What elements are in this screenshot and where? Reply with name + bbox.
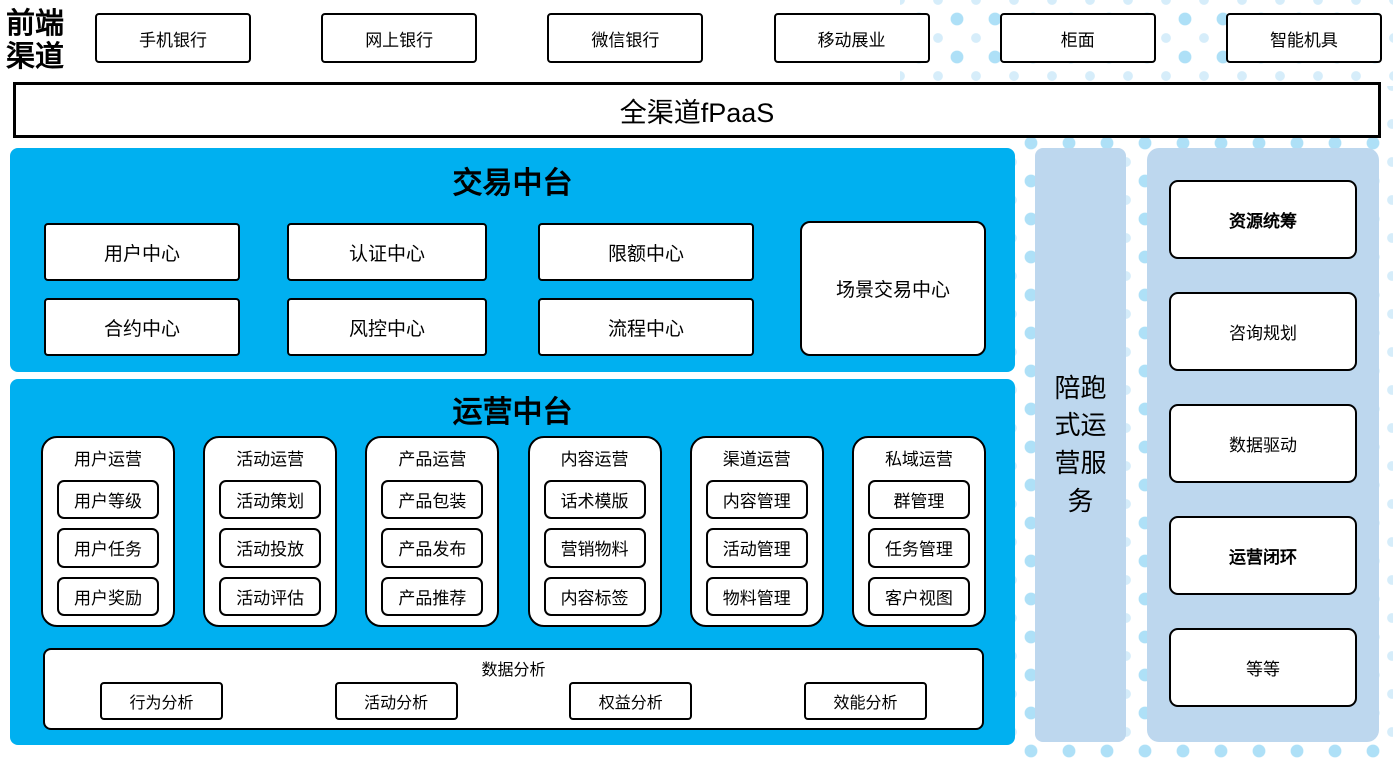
group-item: 物料管理 (705, 576, 808, 616)
group-title: 内容运营 (560, 450, 629, 469)
group-item: 客户视图 (867, 576, 970, 616)
group-title: 私域运营 (884, 450, 953, 469)
group-item: 营销物料 (543, 528, 646, 568)
group-item: 产品发布 (381, 528, 484, 568)
channel-box-smart-devices: 智能机具 (1225, 13, 1382, 63)
service-column: 资源统筹 咨询规划 数据驱动 运营闭环 等等 (1147, 148, 1379, 742)
data-analysis-title: 数据分析 (481, 662, 546, 679)
front-channel-label: 前端渠道 (6, 8, 65, 74)
group-item: 内容标签 (543, 576, 646, 616)
group-title: 渠道运营 (722, 450, 791, 469)
analysis-item-efficiency: 效能分析 (803, 682, 927, 720)
group-activity-operation: 活动运营 活动策划 活动投放 活动评估 (203, 436, 338, 627)
group-item: 任务管理 (867, 528, 970, 568)
group-product-operation: 产品运营 产品包装 产品发布 产品推荐 (365, 436, 500, 627)
group-item: 内容管理 (705, 480, 808, 520)
group-user-operation: 用户运营 用户等级 用户任务 用户奖励 (41, 436, 175, 627)
channel-box-mobile-banking: 手机银行 (95, 13, 251, 63)
group-title: 用户运营 (74, 450, 142, 469)
group-item: 产品包装 (381, 480, 484, 520)
limit-center-box: 限额中心 (538, 223, 754, 281)
contract-center-box: 合约中心 (44, 298, 240, 356)
companion-service-bar: 陪跑式运营服务 (1035, 148, 1126, 742)
scene-trade-center-box: 场景交易中心 (800, 221, 986, 356)
operation-groups-row: 用户运营 用户等级 用户任务 用户奖励 活动运营 活动策划 活动投放 活动评估 … (41, 436, 986, 627)
group-item: 用户任务 (57, 528, 159, 568)
risk-center-box: 风控中心 (287, 298, 487, 356)
group-item: 活动策划 (219, 480, 322, 520)
fpaas-bar: 全渠道fPaaS (13, 82, 1381, 138)
service-item-operation-loop: 运营闭环 (1169, 516, 1357, 595)
group-item: 话术模版 (543, 480, 646, 520)
trade-platform: 交易中台 用户中心 认证中心 限额中心 合约中心 风控中心 流程中心 场景交易中… (10, 148, 1015, 372)
channel-row: 手机银行 网上银行 微信银行 移动展业 柜面 智能机具 (95, 13, 1382, 63)
group-item: 用户奖励 (57, 576, 159, 616)
analysis-item-rights: 权益分析 (569, 682, 693, 720)
group-item: 活动管理 (705, 528, 808, 568)
group-item: 活动评估 (219, 576, 322, 616)
process-center-box: 流程中心 (538, 298, 754, 356)
companion-service-label: 陪跑式运营服务 (1054, 372, 1107, 516)
channel-box-wechat-banking: 微信银行 (547, 13, 704, 63)
group-item: 用户等级 (57, 480, 159, 520)
auth-center-box: 认证中心 (287, 223, 487, 281)
channel-box-counter: 柜面 (999, 13, 1156, 63)
service-item-data-driven: 数据驱动 (1169, 404, 1357, 483)
group-content-operation: 内容运营 话术模版 营销物料 内容标签 (527, 436, 662, 627)
channel-box-online-banking: 网上银行 (321, 13, 478, 63)
group-private-domain-operation: 私域运营 群管理 任务管理 客户视图 (851, 436, 986, 627)
group-title: 产品运营 (398, 450, 467, 469)
group-channel-operation: 渠道运营 内容管理 活动管理 物料管理 (689, 436, 824, 627)
operation-platform: 运营中台 用户运营 用户等级 用户任务 用户奖励 活动运营 活动策划 活动投放 … (10, 379, 1015, 745)
service-item-resource-planning: 资源统筹 (1169, 180, 1357, 259)
service-item-consulting: 咨询规划 (1169, 292, 1357, 371)
group-item: 活动投放 (219, 528, 322, 568)
trade-platform-title: 交易中台 (452, 167, 573, 200)
data-analysis-items-row: 行为分析 活动分析 权益分析 效能分析 (45, 682, 982, 720)
group-item: 产品推荐 (381, 576, 484, 616)
group-title: 活动运营 (236, 450, 305, 469)
service-item-etc: 等等 (1169, 628, 1357, 707)
user-center-box: 用户中心 (44, 223, 240, 281)
analysis-item-activity: 活动分析 (334, 682, 458, 720)
group-item: 群管理 (867, 480, 970, 520)
operation-platform-title: 运营中台 (452, 396, 573, 429)
data-analysis-panel: 数据分析 行为分析 活动分析 权益分析 效能分析 (43, 648, 984, 730)
channel-box-mobile-marketing: 移动展业 (773, 13, 930, 63)
analysis-item-behavior: 行为分析 (100, 682, 223, 720)
